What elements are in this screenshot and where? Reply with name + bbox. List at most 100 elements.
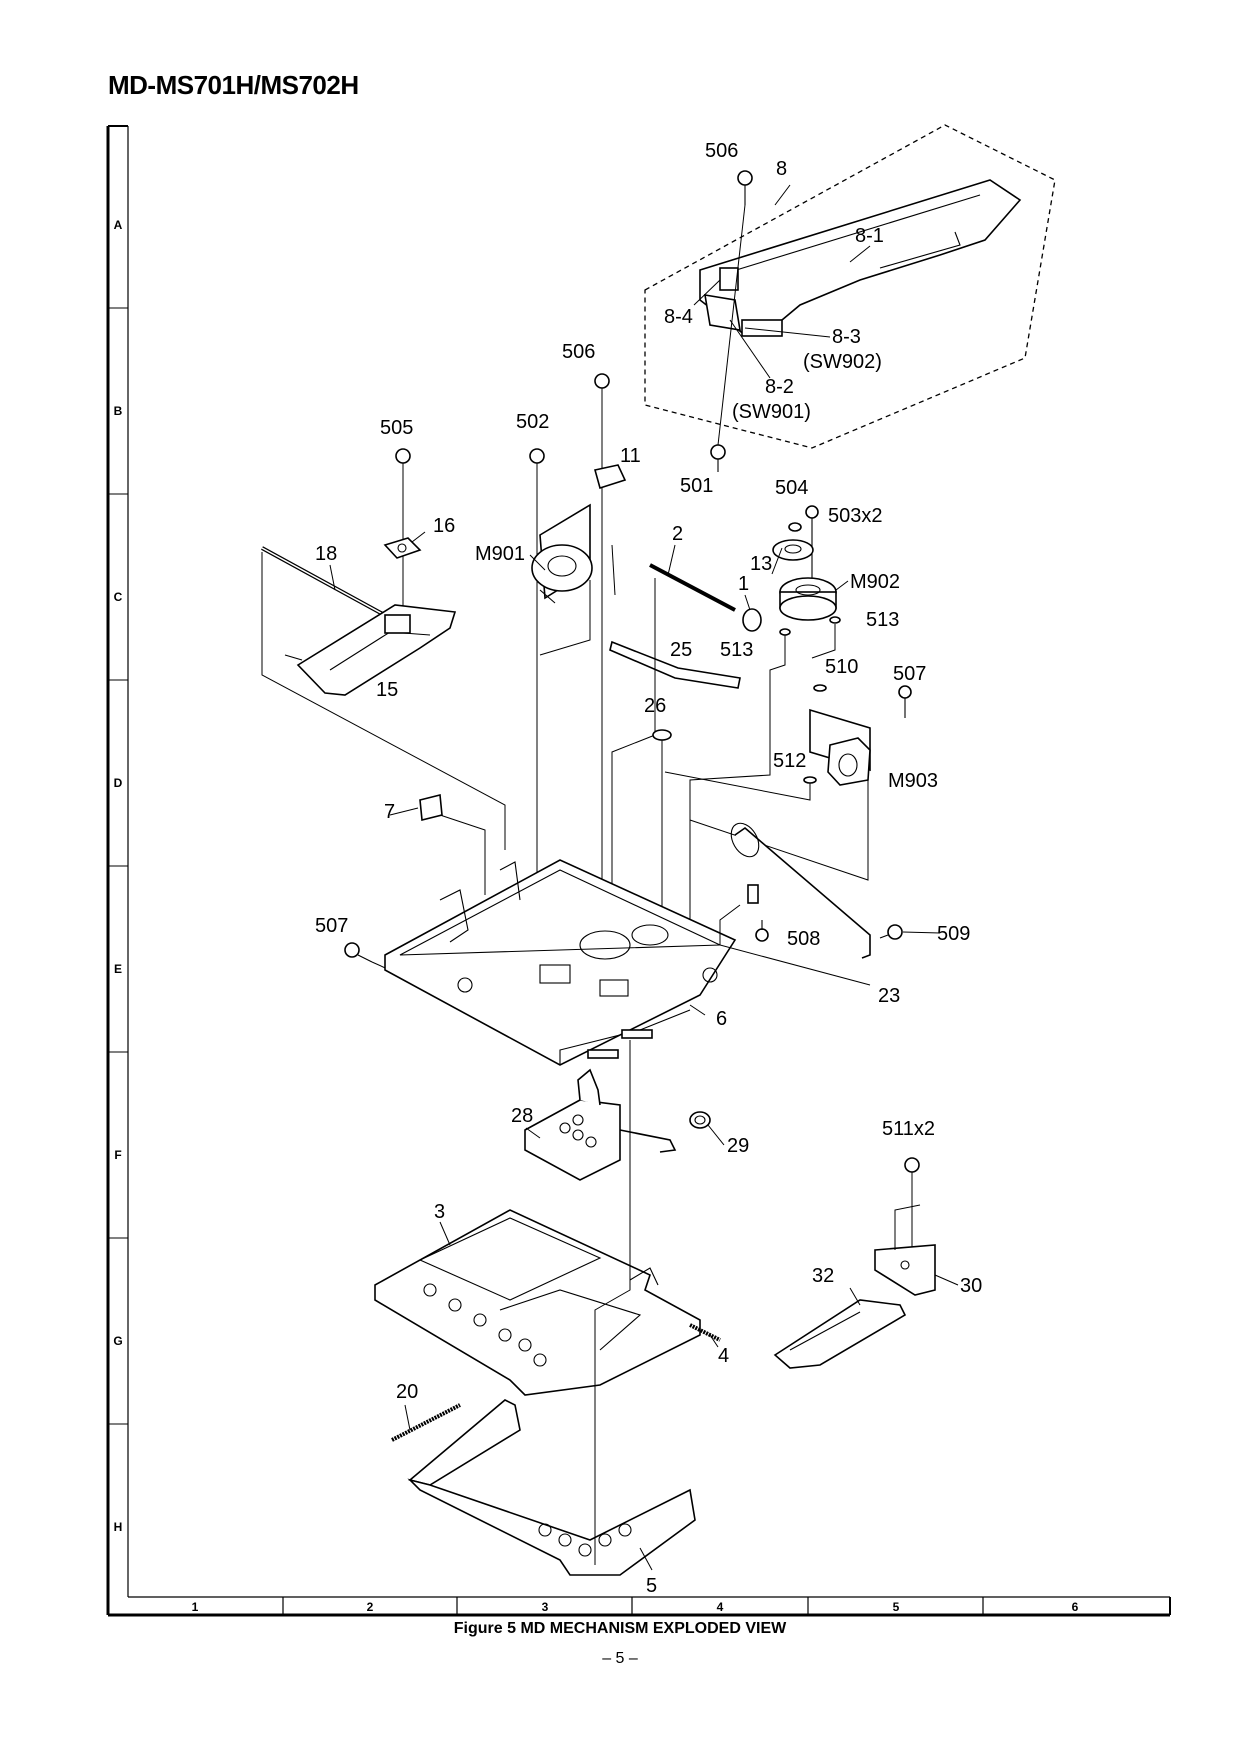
part-6-main-chassis bbox=[384, 859, 737, 1066]
motor-M902 bbox=[779, 577, 837, 621]
label-507-right: 507 bbox=[893, 663, 926, 685]
label-20: 20 bbox=[396, 1381, 418, 1403]
label-2: 2 bbox=[672, 523, 683, 545]
label-504: 504 bbox=[775, 477, 808, 499]
label-15: 15 bbox=[376, 679, 398, 701]
label-513-left: 513 bbox=[720, 639, 753, 661]
label-11: 11 bbox=[620, 445, 641, 467]
screw-501 bbox=[710, 444, 726, 472]
grid-row-h: H bbox=[114, 1520, 123, 1534]
label-M903: M903 bbox=[888, 770, 938, 792]
part-25-spring bbox=[609, 640, 741, 689]
label-30: 30 bbox=[960, 1275, 982, 1297]
figure-caption: Figure 5 MD MECHANISM EXPLODED VIEW bbox=[453, 1620, 787, 1637]
label-32: 32 bbox=[812, 1265, 834, 1287]
motor-M901 bbox=[531, 503, 593, 604]
grid-col-5: 5 bbox=[893, 1600, 900, 1614]
screw-511x2 bbox=[904, 1157, 920, 1255]
label-28: 28 bbox=[511, 1105, 533, 1127]
label-M901: M901 bbox=[475, 543, 525, 565]
part-labels: 506 8 8-1 8-4 8-3 (SW902) 8-2 (SW901) 50… bbox=[315, 140, 982, 1597]
label-M902: M902 bbox=[850, 571, 900, 593]
part-18-shaft bbox=[261, 546, 391, 620]
label-leaders bbox=[329, 184, 959, 1571]
leader-7 bbox=[439, 814, 486, 895]
motor-M903 bbox=[809, 708, 871, 786]
leader-512 bbox=[664, 771, 811, 801]
part-16-washer bbox=[383, 537, 422, 559]
part-3-bottom-frame bbox=[374, 1209, 701, 1396]
label-16: 16 bbox=[433, 515, 455, 537]
gear-13 bbox=[772, 539, 814, 561]
grid-col-2: 2 bbox=[367, 1600, 374, 1614]
part-29-spring bbox=[689, 1111, 711, 1129]
screw-506-lower bbox=[594, 373, 610, 960]
part-2-lead-screw bbox=[649, 563, 736, 612]
screw-507-right bbox=[898, 685, 912, 718]
subassembly-8 bbox=[644, 124, 1056, 449]
washer-512 bbox=[803, 776, 817, 784]
grid-row-d: D bbox=[114, 776, 123, 790]
label-510: 510 bbox=[825, 656, 858, 678]
label-507-left: 507 bbox=[315, 915, 348, 937]
grid-col-4: 4 bbox=[717, 1600, 724, 1614]
label-1: 1 bbox=[738, 573, 749, 595]
screw-509 bbox=[879, 924, 903, 940]
label-8: 8 bbox=[776, 158, 787, 180]
label-4: 4 bbox=[718, 1345, 729, 1367]
label-502: 502 bbox=[516, 411, 549, 433]
part-7-pad bbox=[419, 793, 443, 822]
grid-row-f: F bbox=[114, 1148, 121, 1162]
part-15-pickup-base bbox=[284, 604, 457, 696]
grid-col-1: 1 bbox=[192, 1600, 199, 1614]
grid-row-g: G bbox=[113, 1334, 122, 1348]
grid-col-6: 6 bbox=[1072, 1600, 1079, 1614]
label-8-4: 8-4 bbox=[664, 306, 693, 328]
part-5-base-plate bbox=[407, 1399, 696, 1576]
part-4-spring bbox=[689, 1323, 721, 1342]
part-1-gear bbox=[742, 608, 762, 632]
label-29: 29 bbox=[727, 1135, 749, 1157]
label-8-1: 8-1 bbox=[855, 225, 884, 247]
label-8-2: 8-2 bbox=[765, 376, 794, 398]
washer-504 bbox=[788, 522, 802, 532]
part-30-bracket bbox=[874, 1204, 936, 1296]
leader-23 bbox=[719, 904, 871, 986]
label-26: 26 bbox=[644, 695, 666, 717]
screw-508 bbox=[755, 920, 769, 942]
label-501: 501 bbox=[680, 475, 713, 497]
label-3: 3 bbox=[434, 1201, 445, 1223]
label-8-3: 8-3 bbox=[832, 326, 861, 348]
part-20-spring bbox=[391, 1403, 461, 1442]
model-title: MD-MS701H/MS702H bbox=[108, 70, 359, 100]
leader-15-to-base bbox=[261, 552, 506, 850]
label-6: 6 bbox=[716, 1008, 727, 1030]
grid-row-b: B bbox=[114, 404, 123, 418]
label-sw901: (SW901) bbox=[732, 401, 811, 423]
grid-row-c: C bbox=[114, 590, 123, 604]
screw-505 bbox=[395, 448, 411, 620]
leader-M901 bbox=[539, 580, 591, 656]
drawing-frame bbox=[106, 125, 1171, 1617]
grid-row-a: A bbox=[114, 218, 123, 232]
label-509: 509 bbox=[937, 923, 970, 945]
page-number: – 5 – bbox=[602, 1650, 638, 1667]
washer-510 bbox=[813, 684, 827, 692]
label-511x2: 511x2 bbox=[882, 1118, 935, 1140]
grid-row-e: E bbox=[114, 962, 122, 976]
label-513-right: 513 bbox=[866, 609, 899, 631]
grid-col-3: 3 bbox=[542, 1600, 549, 1614]
label-18: 18 bbox=[315, 543, 337, 565]
label-512: 512 bbox=[773, 750, 806, 772]
label-505: 505 bbox=[380, 417, 413, 439]
grid-row-labels: A B C D E F G H bbox=[113, 218, 122, 1534]
label-506-upper: 506 bbox=[705, 140, 738, 162]
label-23: 23 bbox=[878, 985, 900, 1007]
label-5: 5 bbox=[646, 1575, 657, 1597]
label-13: 13 bbox=[750, 553, 772, 575]
grid-column-labels: 1 2 3 4 5 6 bbox=[192, 1600, 1079, 1614]
label-506-lower: 506 bbox=[562, 341, 595, 363]
label-7: 7 bbox=[384, 801, 395, 823]
leader-513-right bbox=[811, 624, 836, 659]
